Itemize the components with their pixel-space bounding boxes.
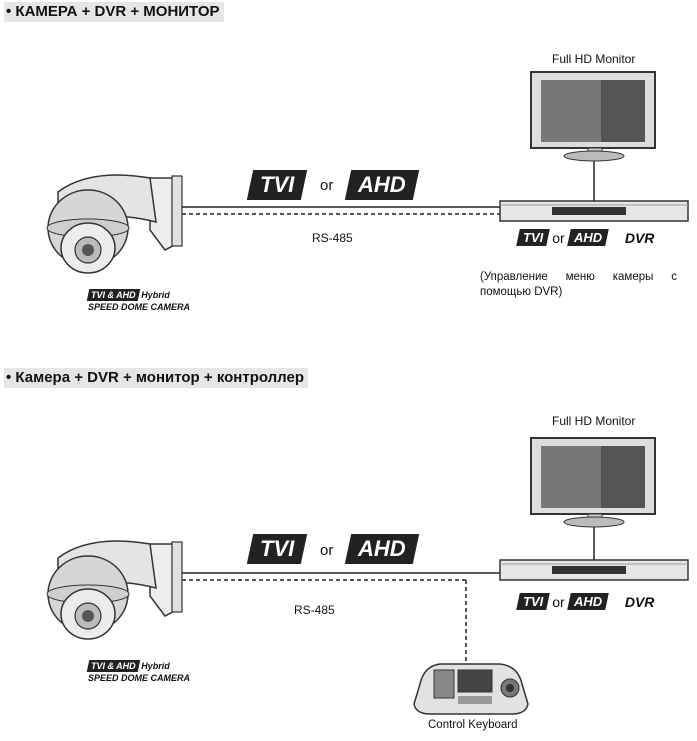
- dvr-or-text: or: [552, 593, 565, 610]
- monitor-label: Full HD Monitor: [552, 52, 636, 66]
- connection-diagram: [46, 71, 689, 274]
- section-camera-dvr-monitor: • КАМЕРА + DVR + МОНИТОР: [0, 0, 697, 370]
- dvr-or-text: or: [552, 229, 565, 246]
- section-camera-dvr-monitor-controller: • Камера + DVR + монитор + контроллер: [0, 366, 697, 736]
- control-keyboard-label: Control Keyboard: [428, 719, 518, 731]
- dvr-tvi-badge: TVI: [516, 593, 551, 610]
- speed-dome-camera-icon: [46, 174, 183, 274]
- camera-caption: TVI & AHD Hybrid SPEED DOME CAMERA: [86, 660, 191, 684]
- or-text: or: [320, 177, 334, 194]
- camera-hybrid: Hybrid: [141, 290, 170, 300]
- rs485-label: RS-485: [312, 231, 353, 245]
- ahd-badge: AHD: [344, 534, 419, 564]
- dvr-caption: TVI or AHD DVR: [516, 593, 655, 610]
- camera-hybrid: Hybrid: [141, 661, 170, 671]
- camera-caption: TVI & AHD Hybrid SPEED DOME CAMERA: [86, 289, 191, 313]
- monitor-icon: [530, 437, 656, 528]
- camera-tag: TVI & AHD: [86, 289, 140, 301]
- dvr-menu-note: (Управление меню камеры с помощью DVR): [480, 271, 677, 298]
- monitor-icon: [530, 71, 656, 162]
- connection-diagram: [46, 437, 689, 715]
- dvr-tvi-badge: TVI: [516, 229, 551, 246]
- section-heading: • Камера + DVR + монитор + контроллер: [4, 368, 309, 388]
- dvr-ahd-badge: AHD: [566, 593, 609, 610]
- ahd-badge: AHD: [344, 170, 419, 200]
- speed-dome-camera-icon: [46, 540, 183, 640]
- dvr-label: DVR: [624, 593, 655, 610]
- camera-caption-text: SPEED DOME CAMERA: [88, 302, 191, 312]
- control-keyboard-icon: [413, 663, 529, 715]
- dvr-icon: [499, 160, 689, 222]
- dvr-ahd-badge: AHD: [566, 229, 609, 246]
- camera-caption-text: SPEED DOME CAMERA: [88, 673, 191, 683]
- section-heading: • КАМЕРА + DVR + МОНИТОР: [4, 2, 224, 22]
- dvr-caption: TVI or AHD DVR: [516, 229, 655, 246]
- tvi-badge: TVI: [246, 534, 308, 564]
- monitor-label: Full HD Monitor: [552, 414, 636, 428]
- dvr-icon: [499, 526, 689, 581]
- tvi-badge: TVI: [246, 170, 308, 200]
- camera-tag: TVI & AHD: [86, 660, 140, 672]
- dvr-label: DVR: [624, 229, 655, 246]
- or-text: or: [320, 542, 334, 559]
- rs485-label: RS-485: [294, 603, 335, 617]
